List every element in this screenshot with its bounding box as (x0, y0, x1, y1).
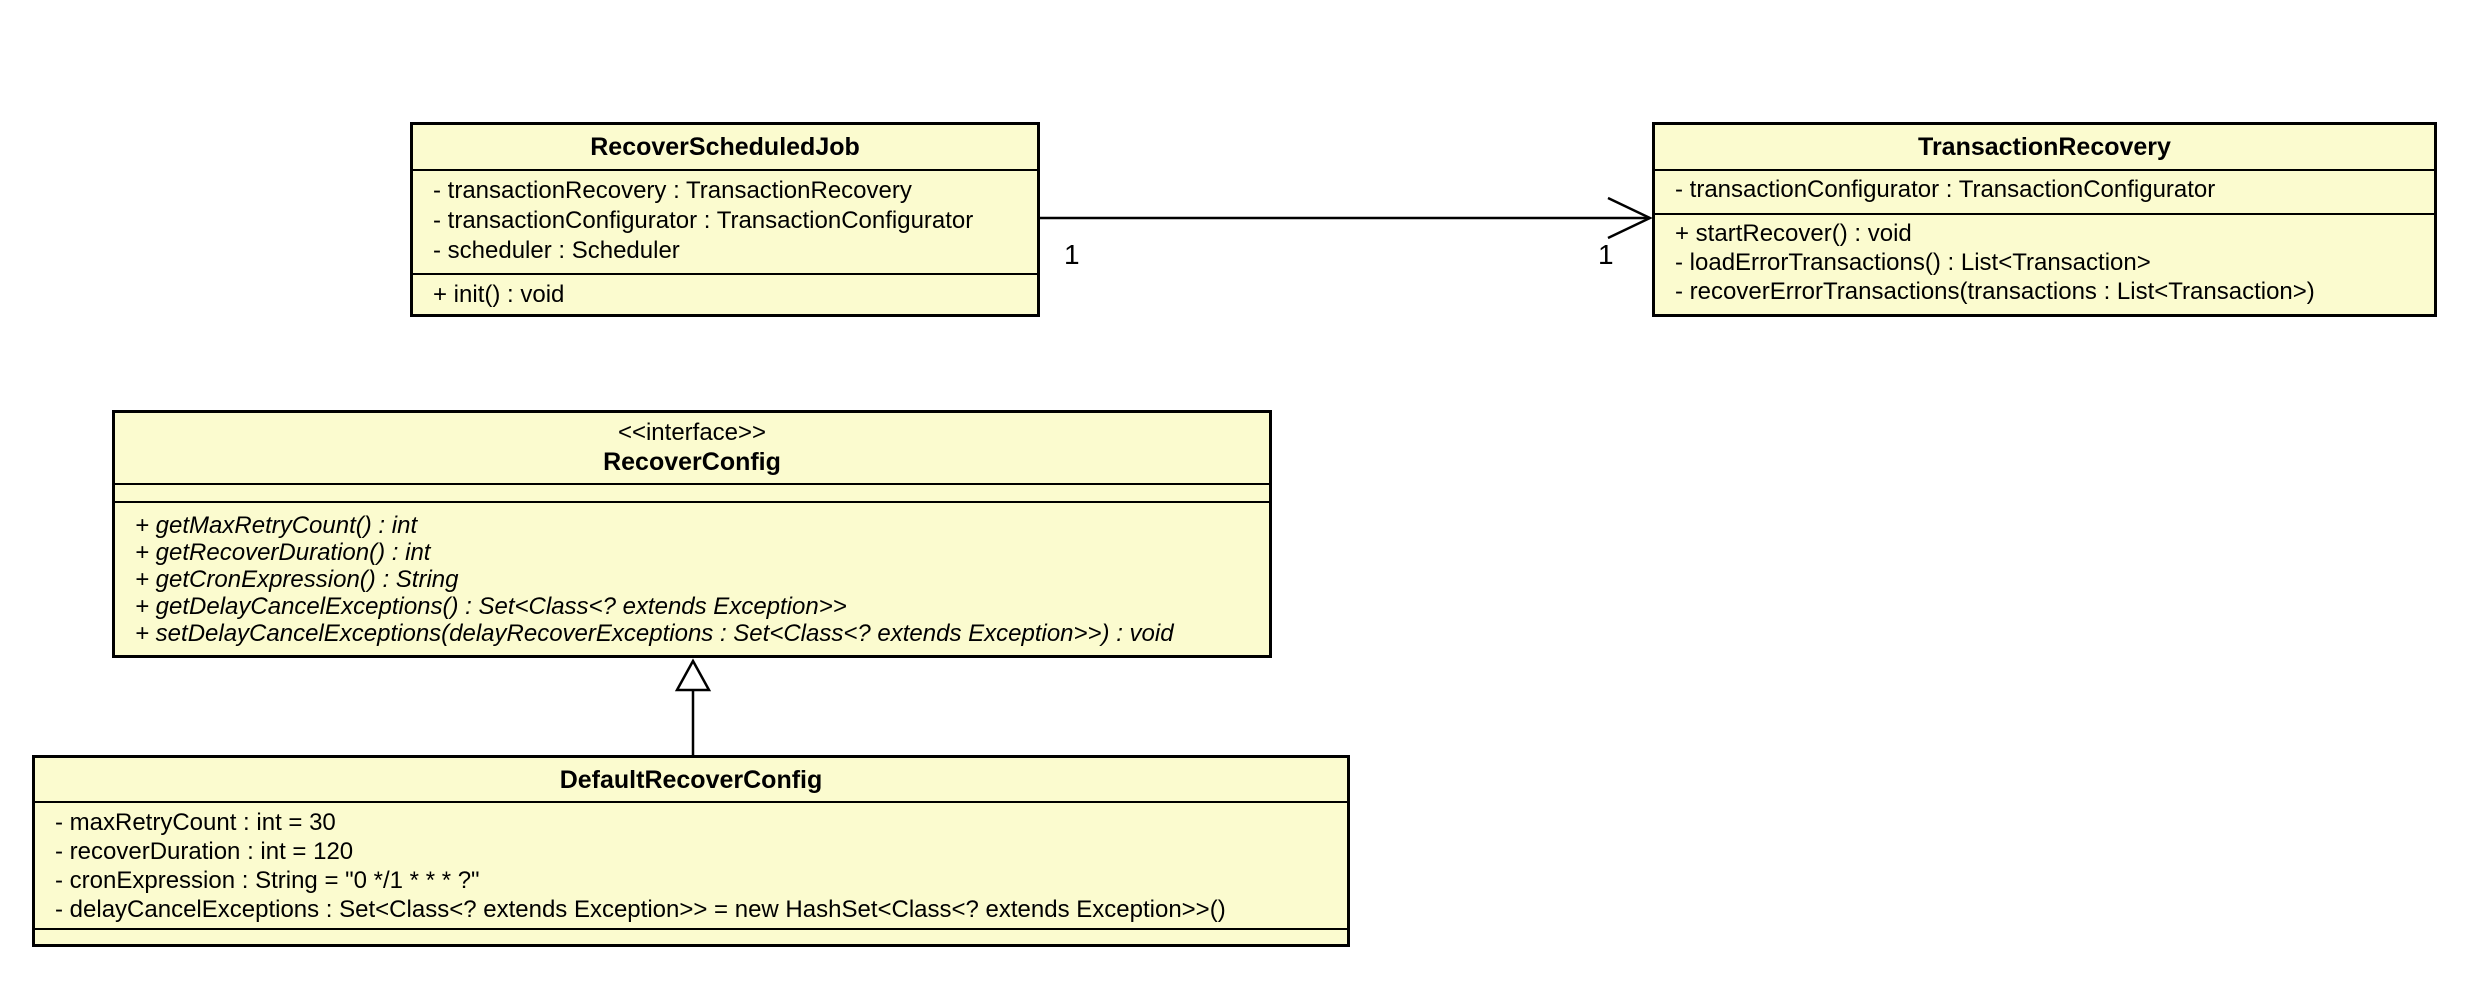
class-name: DefaultRecoverConfig (559, 765, 823, 794)
method-line: + startRecover() : void (1675, 220, 1912, 247)
methods-compartment: + getMaxRetryCount() : int+ getRecoverDu… (115, 501, 1269, 655)
generalization-triangle-icon (674, 658, 712, 692)
method-line: + getCronExpression() : String (135, 566, 459, 593)
attribute-line: - transactionConfigurator : TransactionC… (433, 207, 974, 234)
class-title-compartment: DefaultRecoverConfig (35, 758, 1347, 801)
attribute-line: - cronExpression : String = "0 */1 * * *… (55, 867, 480, 894)
class-name: RecoverScheduledJob (590, 133, 860, 161)
class-box-default-recover-config: DefaultRecoverConfig - maxRetryCount : i… (32, 755, 1350, 947)
class-box-recover-scheduled-job: RecoverScheduledJob - transactionRecover… (410, 122, 1040, 317)
method-line: - loadErrorTransactions() : List<Transac… (1675, 249, 2151, 276)
attributes-compartment: - transactionConfigurator : TransactionC… (1655, 169, 2434, 213)
attribute-line: - transactionRecovery : TransactionRecov… (433, 177, 912, 204)
attributes-compartment: - transactionRecovery : TransactionRecov… (413, 169, 1037, 273)
interface-box-recover-config: <<interface>> RecoverConfig + getMaxRetr… (112, 410, 1272, 658)
attributes-compartment (115, 483, 1269, 501)
methods-compartment: + init() : void (413, 273, 1037, 314)
method-line: - recoverErrorTransactions(transactions … (1675, 278, 2315, 305)
association-source-multiplicity: 1 (1064, 239, 1080, 270)
method-line: + getDelayCancelExceptions() : Set<Class… (135, 593, 847, 620)
methods-compartment (35, 928, 1347, 944)
interface-stereotype: <<interface>> (617, 419, 767, 446)
attribute-line: - delayCancelExceptions : Set<Class<? ex… (55, 896, 1226, 923)
class-title-compartment: TransactionRecovery (1655, 125, 2434, 169)
method-line: + init() : void (433, 281, 565, 308)
method-line: + getRecoverDuration() : int (135, 539, 431, 566)
attributes-compartment: - maxRetryCount : int = 30- recoverDurat… (35, 801, 1347, 928)
attribute-line: - recoverDuration : int = 120 (55, 838, 354, 865)
association-open-arrowhead-icon (1607, 196, 1653, 240)
class-title-compartment: RecoverScheduledJob (413, 125, 1037, 169)
class-name: TransactionRecovery (1918, 133, 2171, 161)
attribute-line: - scheduler : Scheduler (433, 237, 680, 264)
method-line: + setDelayCancelExceptions(delayRecoverE… (135, 620, 1174, 647)
class-name: RecoverConfig (603, 448, 781, 476)
attribute-line: - transactionConfigurator : TransactionC… (1675, 176, 2216, 203)
class-box-transaction-recovery: TransactionRecovery - transactionConfigu… (1652, 122, 2437, 317)
methods-compartment: + startRecover() : void- loadErrorTransa… (1655, 213, 2434, 314)
class-title-compartment: <<interface>> RecoverConfig (115, 413, 1269, 483)
method-line: + getMaxRetryCount() : int (135, 512, 418, 539)
attribute-line: - maxRetryCount : int = 30 (55, 809, 336, 836)
association-target-multiplicity: 1 (1598, 239, 1614, 270)
